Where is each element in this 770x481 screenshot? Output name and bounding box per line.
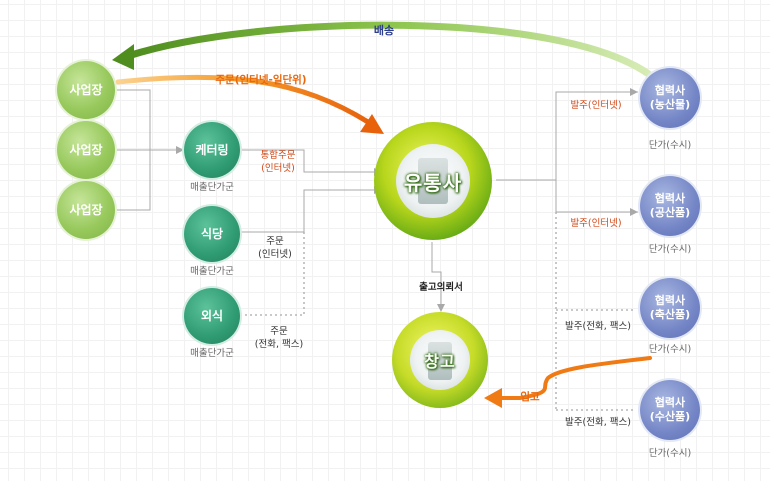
dining-out-node: 외식 xyxy=(184,288,240,344)
site-label: 사업장 xyxy=(69,142,103,157)
restaurant-label: 식당 xyxy=(200,226,224,241)
site-node: 사업장 xyxy=(57,121,115,179)
restaurant-to-hub xyxy=(240,186,382,233)
dining-out-label: 외식 xyxy=(200,308,224,323)
inbound-arrowhead xyxy=(484,388,502,408)
catering-node: 케터링 xyxy=(184,122,240,178)
site-node: 사업장 xyxy=(57,181,115,239)
site-label: 사업장 xyxy=(69,202,103,217)
catering-sub: 매출단가군 xyxy=(190,182,234,193)
order-livestock-label: 발주(전화, 팩스) xyxy=(565,321,631,332)
partner-seafood-node: 협력사 (수산품) xyxy=(640,380,700,440)
restaurant-node: 식당 xyxy=(184,206,240,262)
catering-label: 케터링 xyxy=(195,142,229,157)
shelf-graphic xyxy=(418,158,448,204)
catering-to-hub xyxy=(240,149,382,176)
partner-agri-node: 협력사 (농산물) xyxy=(640,68,700,128)
delivery-arrow xyxy=(124,21,654,79)
order-seafood-label: 발주(전화, 팩스) xyxy=(565,417,631,428)
distributor-hub: 유통사 xyxy=(374,122,492,240)
order-agri-label: 발주(인터넷) xyxy=(570,100,622,111)
inbound-label: 입고 xyxy=(520,391,540,403)
site-order-arrow xyxy=(115,74,371,125)
delivery-arrowhead xyxy=(112,44,134,70)
to-partners-dotted xyxy=(555,212,636,411)
partner-label: 협력사 (농산물) xyxy=(649,84,691,111)
dining-out-sub: 매출단가군 xyxy=(190,348,234,359)
site-order-arrowhead xyxy=(360,114,384,134)
shelf-graphic xyxy=(428,342,452,380)
site-label: 사업장 xyxy=(69,82,103,97)
warehouse-label: 창고 xyxy=(424,352,456,371)
partner-ind-node: 협력사 (공산품) xyxy=(640,176,700,236)
partner-label: 협력사 (공산품) xyxy=(649,192,691,219)
hub-inner: 유통사 xyxy=(396,144,470,218)
partner-label: 협력사 (수산품) xyxy=(649,396,691,423)
restaurant-sub: 매출단가군 xyxy=(190,266,234,277)
partner-seafood-sub: 단가(수시) xyxy=(648,448,692,459)
order-internet-label: 주문 (인터넷) xyxy=(258,236,292,260)
partner-label: 협력사 (축산품) xyxy=(649,294,691,321)
combined-order-label: 통합주문 (인터넷) xyxy=(260,150,296,174)
warehouse-inner: 창고 xyxy=(410,330,470,390)
warehouse-hub: 창고 xyxy=(392,312,488,408)
hub-label: 유통사 xyxy=(403,170,463,195)
delivery-label: 배송 xyxy=(373,24,395,37)
order-ind-label: 발주(인터넷) xyxy=(570,218,622,229)
site-order-label: 주문(인터넷-일단위) xyxy=(215,74,307,86)
hub-to-warehouse xyxy=(431,242,445,312)
partner-livestock-sub: 단가(수시) xyxy=(648,344,692,355)
partner-agri-sub: 단가(수시) xyxy=(648,140,692,151)
partner-ind-sub: 단가(수시) xyxy=(648,244,692,255)
inbound-arrow xyxy=(496,356,652,400)
order-phone-label: 주문 (전화, 팩스) xyxy=(254,326,304,350)
partner-livestock-node: 협력사 (축산품) xyxy=(640,278,700,338)
release-doc-label: 출고의뢰서 xyxy=(419,282,463,293)
dining-to-hub-dotted xyxy=(240,232,305,316)
site-node: 사업장 xyxy=(57,61,115,119)
